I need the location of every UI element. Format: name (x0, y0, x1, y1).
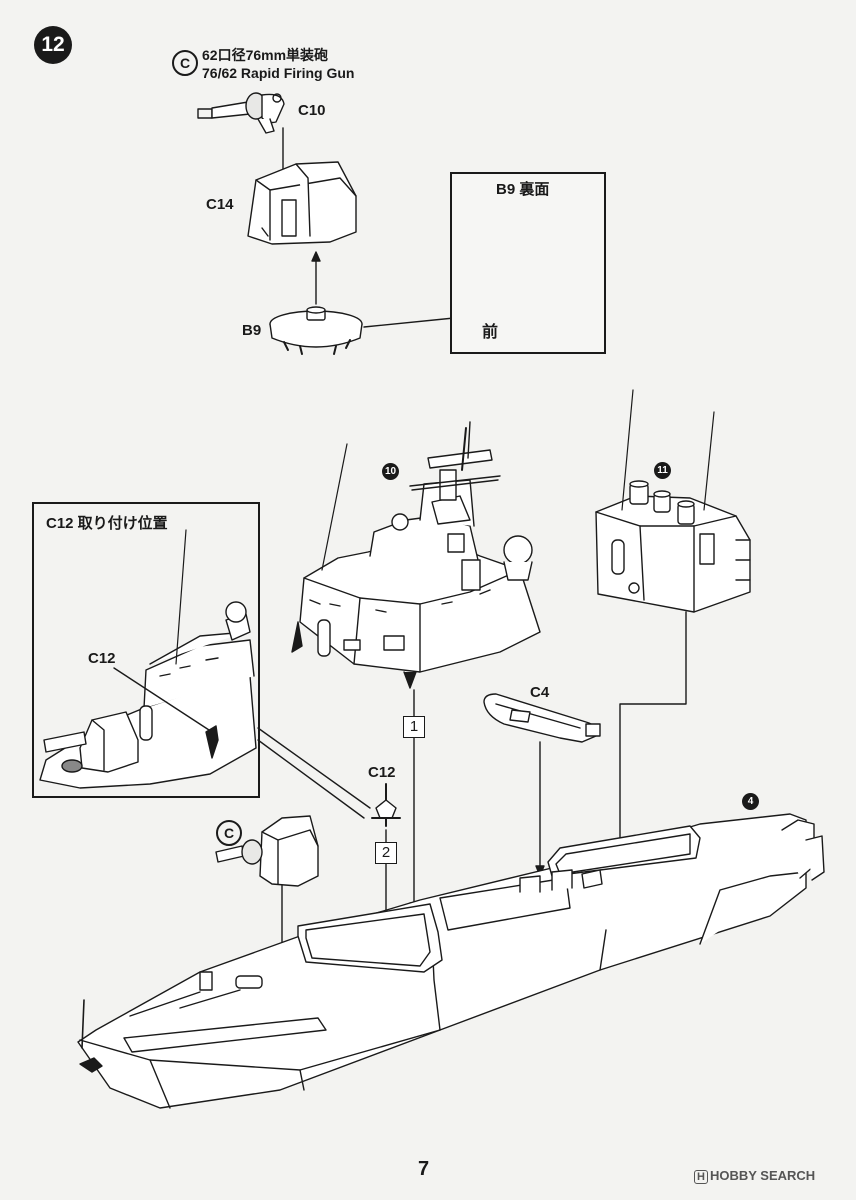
sub-step-10-badge: 10 (382, 463, 399, 480)
page-number: 7 (418, 1158, 430, 1180)
gun-title-english: 76/62 Rapid Firing Gun (202, 65, 355, 81)
sub-step-4-badge: 4 (742, 793, 759, 810)
b9-leader-line (363, 317, 455, 328)
c12-position-inset: C12 取り付け位置 C12 (32, 502, 260, 798)
part-label-c14: C14 (206, 196, 234, 213)
sub-step-11-badge: 11 (654, 462, 671, 479)
gun-assembly-header: C 62口径76mm単装砲 76/62 Rapid Firing Gun (172, 46, 354, 82)
bridge-superstructure-assembly (291, 421, 541, 689)
c12-inset-connector-bottom (257, 739, 365, 819)
c14-turret-housing-part (247, 161, 357, 245)
circled-c-marker: C (172, 50, 198, 76)
c12-inset-connector-top (257, 727, 371, 809)
c10-gun-barrel-part (197, 92, 285, 134)
watermark-text: HOBBY SEARCH (709, 1168, 816, 1183)
front-direction-label: 前 (482, 324, 499, 341)
c12-inset-title: C12 取り付け位置 (46, 515, 168, 532)
part-label-c12: C12 (368, 764, 396, 781)
part-label-c4: C4 (530, 684, 550, 701)
sequence-number-1: 1 (403, 716, 425, 738)
gun-title-japanese: 62口径76mm単装砲 (202, 47, 329, 63)
watermark-logo-icon: H (694, 1170, 708, 1184)
assembly-line-11 (619, 611, 687, 861)
funnel-superstructure-assembly (595, 389, 751, 613)
c12-position-detail-diagram (39, 529, 257, 789)
part-label-b9: B9 (242, 322, 262, 339)
part-label-c10: C10 (298, 102, 326, 119)
b9-underside-inset: B9 裏面 前 (450, 172, 606, 354)
lower-76mm-gun-assembly (215, 815, 319, 887)
step-number-badge: 12 (34, 26, 72, 64)
sequence-number-2: 2 (375, 842, 397, 864)
c12-anchor-davit-part (371, 783, 401, 827)
c12-inset-part-label: C12 (88, 650, 116, 667)
b9-turret-base-part (269, 306, 363, 355)
c12-inset-pointer (113, 667, 210, 731)
c4-rigid-inflatable-boat-part (483, 693, 601, 743)
b9-inset-title: B9 裏面 (496, 181, 550, 198)
circled-c-marker-lower: C (216, 820, 242, 846)
ship-hull (77, 813, 825, 1109)
